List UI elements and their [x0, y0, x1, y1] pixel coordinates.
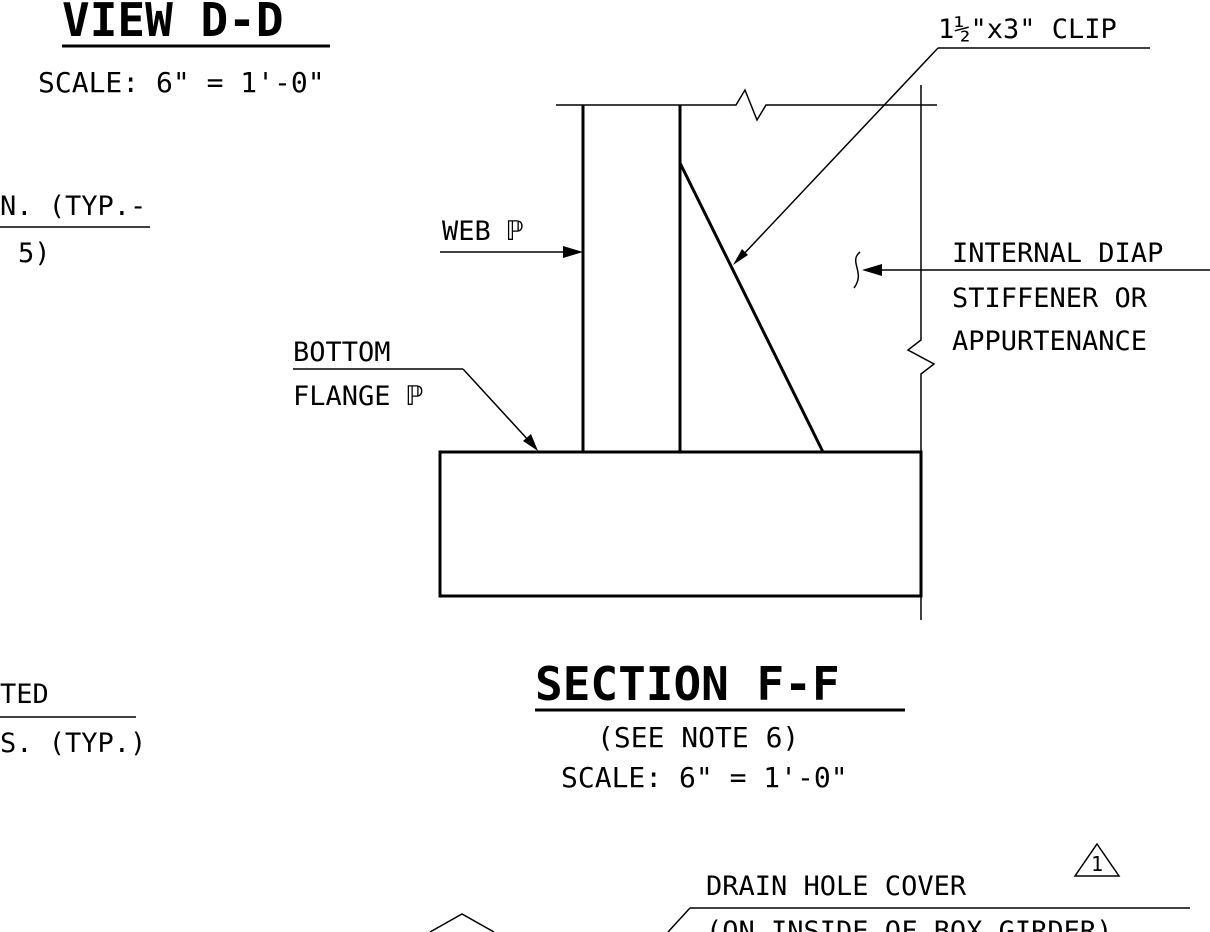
web-leader-arrow	[563, 246, 583, 258]
internal-leader-arrow	[862, 264, 882, 276]
left-note-1-line-1: N. (TYP.-	[0, 191, 146, 222]
right-break-line	[906, 85, 936, 620]
bottom-flange-leader-line	[462, 368, 531, 443]
revision-triangle-icon	[1073, 842, 1121, 877]
clip-leader-arrow	[733, 249, 748, 265]
internal-label-line-3: APPURTENANCE	[952, 326, 1147, 357]
internal-label-line-2: STIFFENER OR	[952, 283, 1148, 314]
section-title: SECTION F-F	[535, 657, 840, 711]
view-scale: SCALE: 6" = 1'-0"	[38, 66, 325, 99]
clip-leader-line	[739, 47, 939, 259]
bottom-flange-plate	[438, 450, 923, 598]
internal-label-line-1: INTERNAL DIAP	[952, 238, 1163, 269]
view-title: VIEW D-D	[62, 0, 284, 47]
web-label: WEB ℙ	[442, 216, 523, 247]
section-scale: SCALE: 6" = 1'-0"	[561, 761, 848, 794]
drain-label-line-1: DRAIN HOLE COVER	[706, 871, 967, 902]
left-note-2-line-2: S. (TYP.)	[0, 728, 146, 759]
bottom-flange-label-line-1: BOTTOM	[293, 337, 391, 368]
bottom-flange-label-line-2: FLANGE ℙ	[293, 381, 423, 412]
section-note: (SEE NOTE 6)	[597, 721, 799, 754]
revision-mark: 1	[1091, 852, 1103, 876]
partial-diamond-shape	[429, 913, 495, 932]
bottom-flange-leader-arrow	[523, 434, 538, 451]
left-note-1-line-2: 5)	[18, 238, 51, 269]
left-note-2-line-1: TED	[0, 679, 49, 710]
internal-leader-squiggle	[853, 251, 861, 289]
top-break-line	[556, 88, 937, 122]
drain-leader-line	[667, 907, 691, 932]
drain-label-line-2: (ON INSIDE OF BOX GIRDER)	[706, 916, 1112, 932]
clip-label: 1½"x3" CLIP	[938, 14, 1117, 45]
clip-diagonal	[678, 162, 825, 453]
